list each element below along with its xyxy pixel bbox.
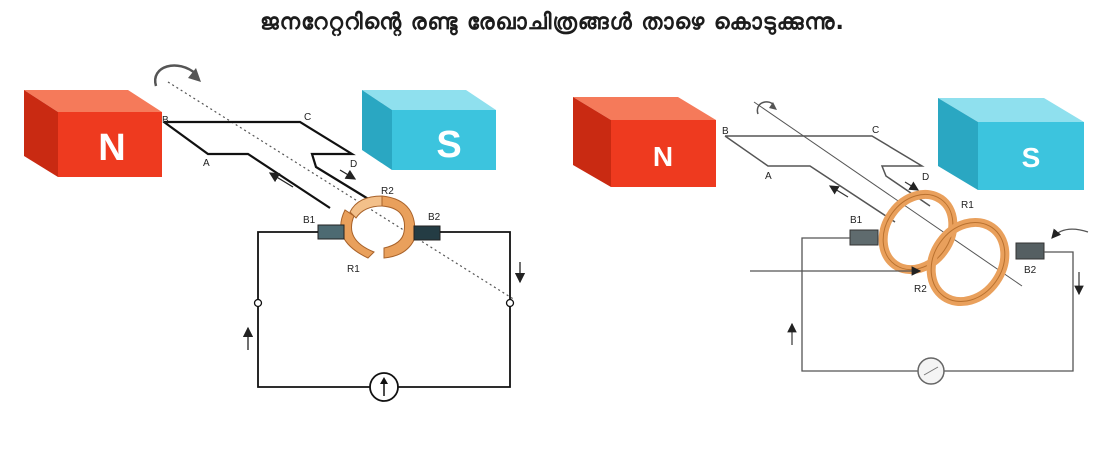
split-ring-commutator: [340, 195, 416, 259]
current-arrow-coil-right-a: [828, 185, 849, 198]
south-pole-label-right: S: [1022, 142, 1041, 173]
terminal-left-a: [253, 298, 263, 308]
right-generator-diagram: N S: [573, 97, 1089, 385]
rotation-arrow-icon-right: [756, 101, 777, 115]
coil-label-c-left: C: [304, 112, 311, 123]
coil-label-d-left: D: [350, 159, 357, 170]
coil-label-c-right: C: [872, 125, 879, 136]
brush-b1-right: [849, 229, 879, 246]
rotation-axis-right: [753, 101, 1023, 287]
brush-label-b1-left: B1: [303, 215, 316, 226]
current-arrow-coil-left: [268, 172, 294, 188]
north-pole-label-right: N: [653, 141, 673, 172]
ring-label-r1-right: R1: [961, 200, 974, 211]
coil-label-a-left: A: [203, 158, 210, 169]
coil-label-a-right: A: [765, 171, 772, 182]
current-arrow-coil-right-b: [904, 181, 920, 191]
brush-b1-left: [317, 224, 345, 240]
south-magnet-right: S: [938, 98, 1084, 190]
ring-label-r2-right: R2: [914, 284, 927, 295]
external-circuit-left: [257, 231, 511, 388]
north-pole-label-left: N: [98, 127, 125, 169]
coil-right: [724, 135, 931, 223]
brush-b2-left: [413, 225, 441, 241]
brush-label-b1-right: B1: [850, 215, 863, 226]
ring-label-r1-left: R1: [347, 264, 360, 275]
galvanometer-arrow-icon: [369, 372, 399, 402]
slip-ring-r1: [878, 189, 958, 275]
north-magnet-right: N: [573, 97, 716, 187]
slip-ring-r2: [926, 217, 1010, 307]
brush-b2-right: [1015, 242, 1045, 260]
page-title: ജനറേറ്ററിന്റെ രണ്ടു രേഖാചിത്രങ്ങൾ താഴെ ക…: [260, 10, 845, 35]
coil-left: [163, 120, 371, 209]
ring-label-r2-left: R2: [381, 186, 394, 197]
current-arrow-coil-right: [339, 169, 357, 180]
coil-label-b-right: B: [722, 126, 729, 137]
south-magnet-left: S: [362, 90, 496, 170]
rotation-axis-left: [167, 81, 516, 301]
external-circuit-right: [801, 237, 1074, 372]
galvanometer-needle-icon: [917, 357, 945, 385]
coil-label-d-right: D: [922, 172, 929, 183]
south-pole-label-left: S: [436, 124, 461, 166]
brush-label-b2-right: B2: [1024, 265, 1037, 276]
left-generator-diagram: N S: [24, 64, 526, 402]
terminal-left-b: [505, 298, 515, 308]
rotation-arrow-icon-left: [153, 64, 201, 87]
north-magnet-left: N: [24, 90, 162, 177]
pointer-arrow-b2: [1051, 228, 1089, 239]
brush-label-b2-left: B2: [428, 212, 441, 223]
coil-label-b-left: B: [162, 115, 169, 126]
